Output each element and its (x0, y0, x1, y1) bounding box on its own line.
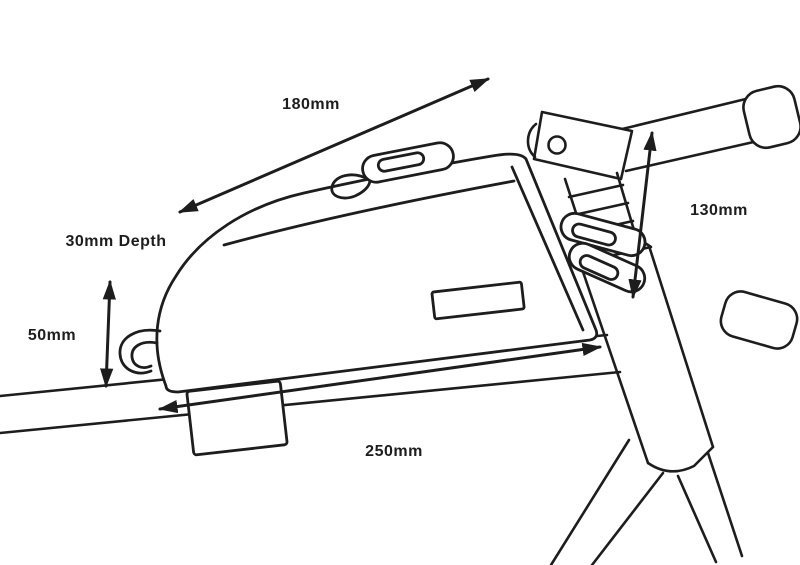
brand-label-patch (430, 280, 526, 321)
dim-label-180mm: 180mm (282, 96, 340, 113)
handlebar-bottom-line (624, 139, 760, 173)
head-tube-left-line (578, 261, 650, 465)
down-tube-left-line (549, 438, 631, 565)
fork-crown (646, 445, 715, 473)
dim-label-130mm: 130mm (690, 202, 748, 219)
dim-label-30mm-depth: 30mm Depth (65, 233, 166, 250)
top-tube-lower-line (0, 370, 622, 435)
dim-arrow-250mm (158, 342, 602, 414)
stem-cable-detail (526, 122, 538, 159)
front-strap-inner (130, 340, 159, 369)
head-tube-right-line (648, 247, 715, 449)
handlebar-top-line (612, 95, 756, 133)
dim-arrow-180mm (178, 77, 490, 214)
bag-right-seam (510, 165, 585, 332)
front-strap-outer (118, 328, 162, 375)
top-tube-bag (118, 141, 647, 457)
handlebar-grip-end (742, 84, 800, 150)
fork-leg-rear (706, 451, 744, 558)
headset-spacer-2 (572, 201, 630, 217)
stem-body (532, 110, 634, 181)
dim-arrow-130mm (628, 131, 657, 299)
rear-strap-buckle-upper-inner (571, 222, 617, 247)
stem-bolt (547, 135, 567, 155)
rear-strap-buckle-lower-inner (578, 254, 620, 281)
dim-label-250mm: 250mm (365, 443, 423, 460)
dimension-labels: 180mm 130mm 30mm Depth 50mm 250mm (28, 96, 748, 460)
brake-caliper (719, 290, 799, 350)
dim-arrow-50mm (100, 280, 116, 388)
fork-leg-front (676, 474, 718, 564)
dim-label-50mm: 50mm (28, 327, 76, 344)
dimension-annotations (100, 77, 657, 414)
down-tube-right-line (590, 471, 665, 565)
headset-spacer-1 (567, 183, 625, 199)
